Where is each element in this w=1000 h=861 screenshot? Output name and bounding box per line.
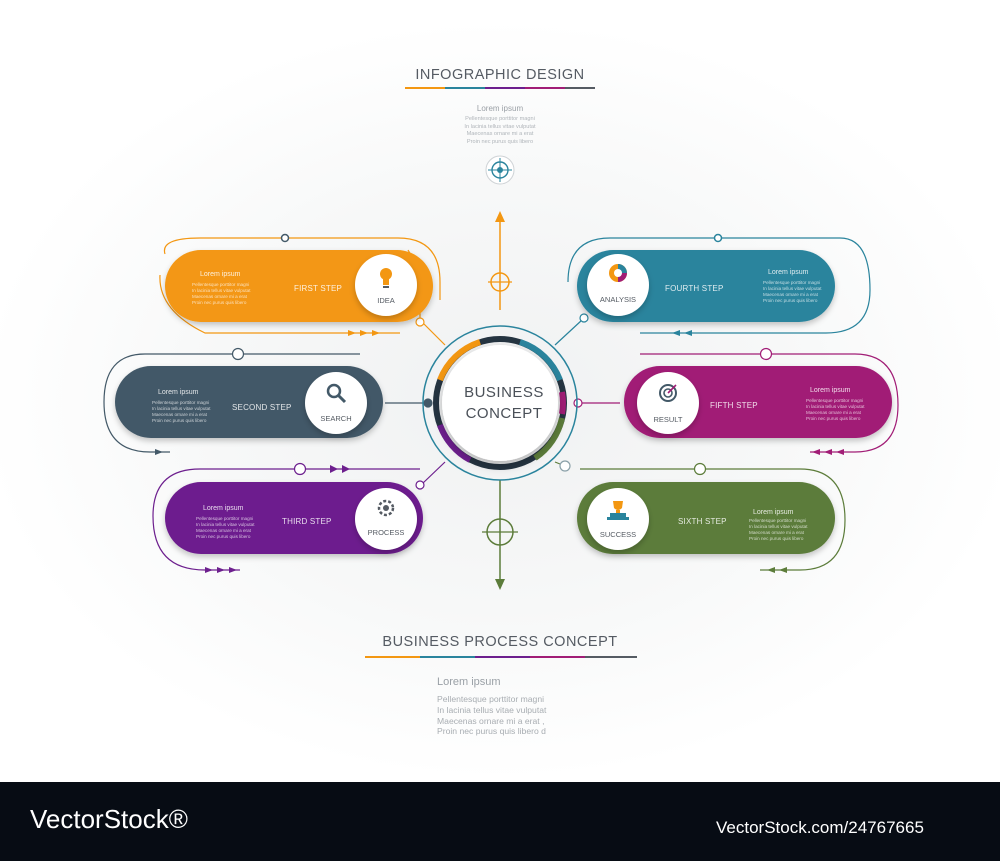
- step4-icon-label: ANALYSIS: [599, 295, 637, 304]
- step4-lorem: Lorem ipsum: [768, 269, 809, 276]
- step3-icon-label: PROCESS: [367, 528, 405, 537]
- step1-icon-label: IDEA: [377, 296, 395, 305]
- step1-label: FIRST STEP: [294, 284, 343, 293]
- target-icon: [659, 384, 677, 402]
- trophy-icon: [607, 501, 629, 520]
- header-body: Pellentesque porttitor magni In lacinia …: [464, 116, 536, 145]
- pie-chart-icon: [609, 264, 627, 282]
- infographic-title: INFOGRAPHIC DESIGN: [415, 67, 585, 83]
- step1-body: Pellentesque porttitor magni In lacinia …: [192, 282, 251, 305]
- center-title-line2: CONCEPT: [465, 405, 543, 422]
- infographic-canvas: INFOGRAPHIC DESIGN Lorem ipsum Pellentes…: [0, 0, 1000, 782]
- step2-label: SECOND STEP: [232, 403, 292, 412]
- step5-icon-label: RESULT: [653, 415, 683, 424]
- step5-label: FIFTH STEP: [710, 401, 758, 410]
- bottom-arrow-connector: [482, 480, 518, 590]
- step2-lorem: Lorem ipsum: [158, 389, 199, 396]
- step6-label: SIXTH STEP: [678, 517, 727, 526]
- title-underline: [405, 87, 595, 89]
- step3-label: THIRD STEP: [282, 517, 332, 526]
- step2-body: Pellentesque porttitor magni In lacinia …: [152, 400, 211, 423]
- diagram-graphics: [103, 87, 899, 590]
- watermark-bar: [0, 782, 1000, 861]
- outline-dots: [231, 233, 773, 476]
- step2-icon-label: SEARCH: [320, 414, 352, 423]
- step3-lorem: Lorem ipsum: [203, 505, 244, 512]
- step-pill-3: [165, 482, 423, 554]
- header-lorem: Lorem ipsum: [476, 104, 524, 113]
- step6-icon-label: SUCCESS: [599, 530, 637, 539]
- crosshair-icon: [485, 155, 515, 185]
- top-arrow-connector: [488, 211, 512, 310]
- lightbulb-icon: [380, 268, 392, 288]
- step6-body: Pellentesque porttitor magni In lacinia …: [749, 518, 808, 541]
- center-title-line1: BUSINESS: [464, 384, 544, 401]
- footer-body: Pellentesque porttitor magni In lacinia …: [437, 694, 547, 737]
- step5-lorem: Lorem ipsum: [810, 387, 851, 394]
- step6-lorem: Lorem ipsum: [753, 509, 794, 516]
- center-hub: [422, 325, 578, 481]
- step3-body: Pellentesque porttitor magni In lacinia …: [196, 516, 255, 539]
- step1-lorem: Lorem ipsum: [200, 271, 241, 278]
- gear-icon: [377, 499, 395, 517]
- bottom-title-underline: [365, 656, 637, 658]
- watermark-url: VectorStock.com/24767665: [716, 818, 924, 837]
- business-process-title: BUSINESS PROCESS CONCEPT: [382, 634, 618, 650]
- step5-body: Pellentesque porttitor magni In lacinia …: [806, 398, 865, 421]
- magnifier-icon: [326, 383, 347, 404]
- watermark-brand: VectorStock®: [30, 804, 188, 834]
- arrow-markers: [155, 330, 844, 573]
- pill-outlines: [103, 237, 899, 571]
- footer-lorem: Lorem ipsum: [437, 676, 501, 688]
- step4-label: FOURTH STEP: [665, 284, 724, 293]
- step4-body: Pellentesque porttitor magni In lacinia …: [763, 280, 822, 303]
